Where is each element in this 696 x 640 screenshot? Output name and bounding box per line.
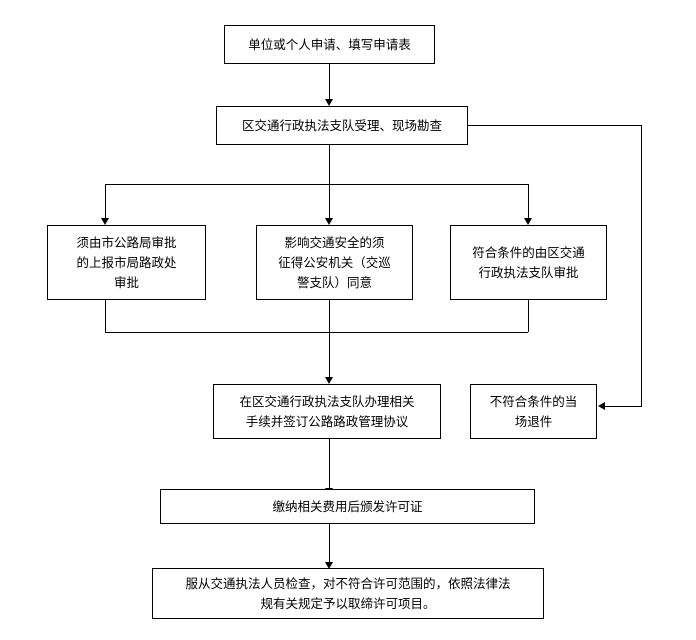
arrow-reject-return bbox=[598, 402, 605, 410]
node-accept: 区交通行政执法支队受理、现场勘查 bbox=[216, 106, 468, 145]
connector-fee-to-supervise bbox=[329, 524, 330, 566]
reject-return-top bbox=[468, 125, 642, 126]
node-branch-city: 须由市公路局审批 的上报市局路政处 审批 bbox=[47, 225, 206, 300]
distribution-bar bbox=[105, 184, 528, 185]
reject-return-vertical bbox=[641, 125, 642, 407]
arrow-merge-to-procedure bbox=[325, 377, 333, 384]
arrow-bar-to-city bbox=[101, 218, 109, 225]
connector-district-down bbox=[528, 300, 529, 332]
connector-bar-to-city bbox=[105, 184, 106, 221]
arrow-apply-to-accept bbox=[325, 99, 333, 106]
connector-city-down bbox=[105, 300, 106, 332]
connector-procedure-to-fee bbox=[329, 439, 330, 491]
connector-accept-down bbox=[329, 145, 330, 184]
node-fee: 缴纳相关费用后颁发许可证 bbox=[160, 489, 535, 524]
connector-police-down bbox=[329, 300, 330, 332]
arrow-bar-to-police bbox=[325, 218, 333, 225]
connector-bar-to-district bbox=[528, 184, 529, 221]
node-branch-district: 符合条件的由区交通 行政执法支队审批 bbox=[450, 225, 607, 300]
connector-bar-to-police bbox=[329, 184, 330, 221]
merge-bar bbox=[105, 332, 528, 333]
reject-return-horizontal bbox=[605, 406, 641, 407]
node-branch-police: 影响交通安全的须 征得公安机关（交巡 警支队）同意 bbox=[256, 225, 413, 300]
node-reject: 不符合条件的当 场退件 bbox=[470, 384, 597, 439]
node-apply: 单位或个人申请、填写申请表 bbox=[224, 25, 435, 64]
node-supervise: 服从交通执法人员检查，对不符合许可范围的，依照法律法 规有关规定予以取缔许可项目… bbox=[152, 568, 544, 619]
connector-apply-to-accept bbox=[329, 64, 330, 102]
arrow-bar-to-district bbox=[524, 218, 532, 225]
connector-merge-to-procedure bbox=[329, 332, 330, 380]
node-procedure: 在区交通行政执法支队办理相关 手续并签订公路路政管理协议 bbox=[213, 384, 441, 439]
arrow-fee-to-supervise bbox=[325, 562, 333, 569]
